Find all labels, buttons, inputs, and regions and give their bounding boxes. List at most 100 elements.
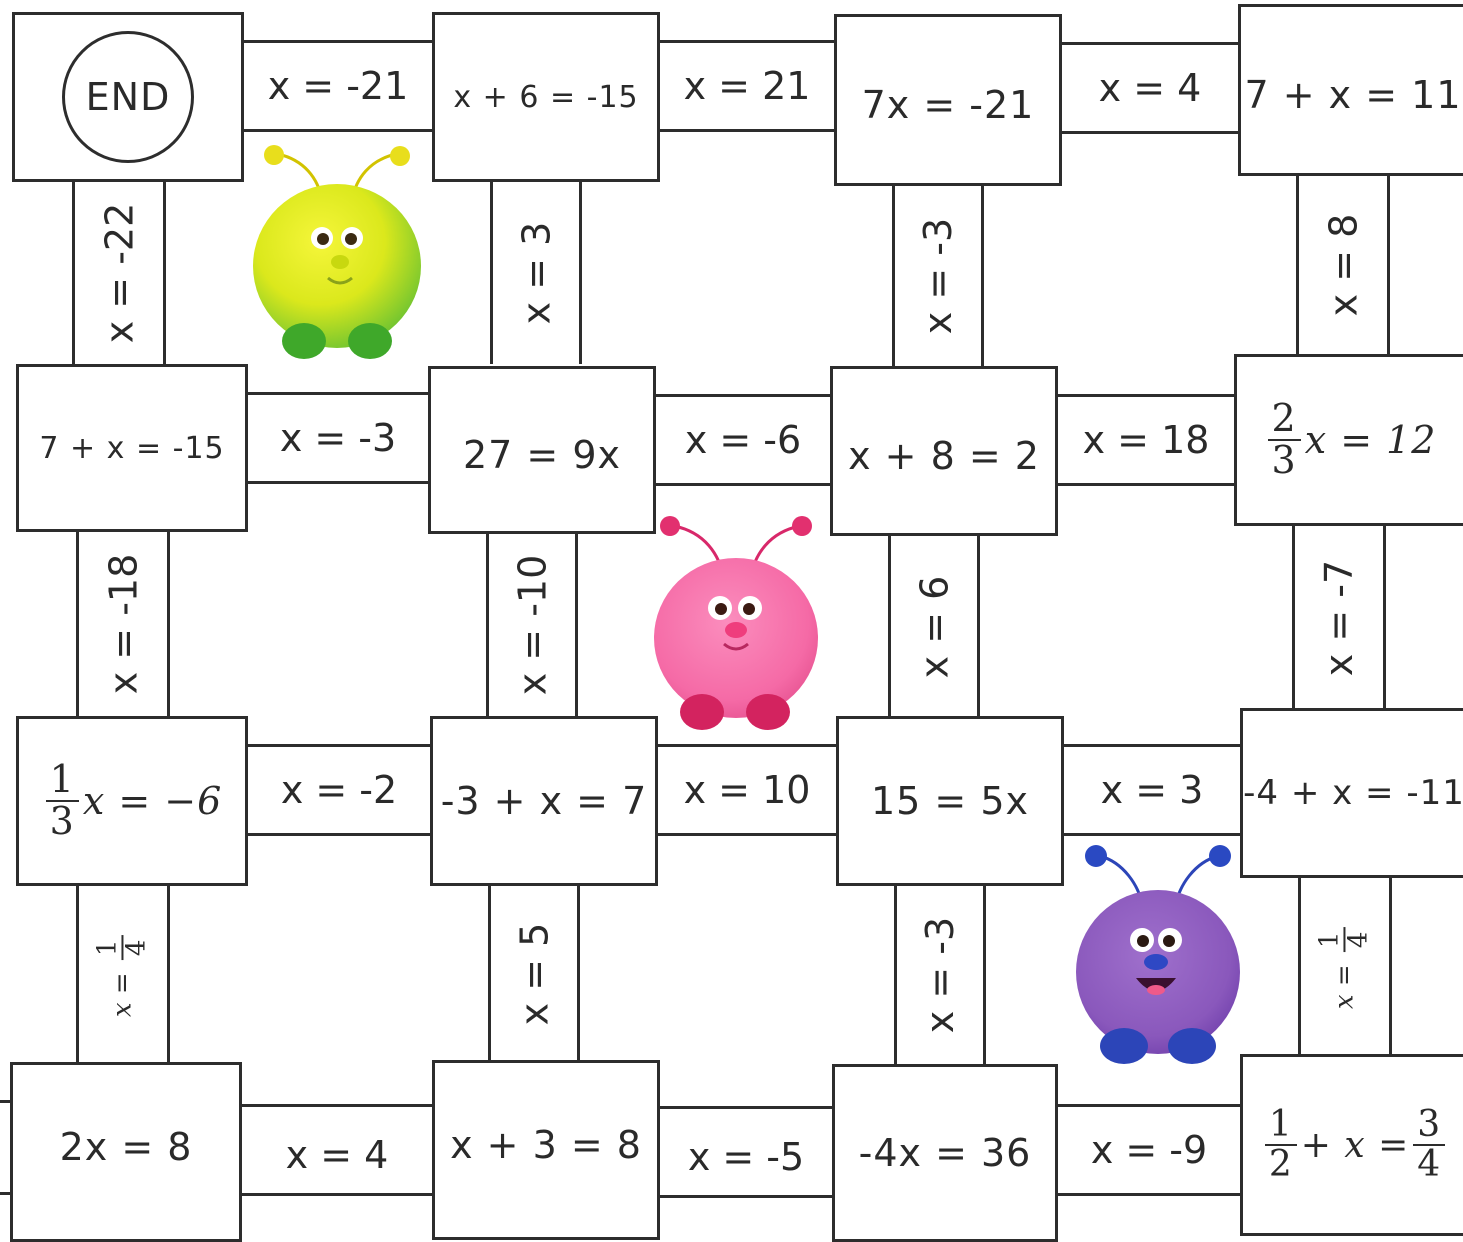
fraction-denominator: 4 [1413,1144,1445,1184]
equation-text: 27 = 9x [463,433,621,477]
equation-text: + x = [1301,1125,1410,1166]
answer-text: x = 4 [1099,66,1202,110]
equation-text: x + 8 = 2 [848,434,1040,478]
equation-text: 7 + x = -15 [39,431,224,466]
answer-text: x = -5 [688,1135,804,1179]
equation-box-r3c2[interactable]: -3 + x = 7 [430,716,658,886]
answer-bar-v34c[interactable]: x = -3 [894,886,986,1064]
answer-text: x = -7 [1317,560,1361,676]
fraction-numerator: 1 [1317,927,1344,952]
equation-box-r1c2[interactable]: x + 6 = -15 [432,12,660,182]
end-circle: END [62,31,194,163]
fraction-denominator: 3 [46,800,79,842]
answer-text: x = 5 [512,923,556,1026]
answer-bar-v23a[interactable]: x = -18 [76,532,170,716]
answer-bar-r2c[interactable]: x = 18 [1058,394,1234,486]
answer-text: x = 21 [684,64,811,108]
equation-text: 15 = 5x [871,779,1029,823]
answer-text: x = -22 [97,203,141,344]
fraction-numerator: 2 [1268,399,1301,439]
equation-text: -4 + x = -11 [1243,773,1463,813]
fraction-numerator: 1 [1265,1106,1297,1144]
equation-text: 7 + x = 11 [1244,73,1461,117]
fraction-denominator: 2 [1265,1144,1297,1184]
answer-bar-r4c[interactable]: x = -9 [1058,1104,1240,1196]
answer-bar-v23c[interactable]: x = 6 [888,536,980,718]
fraction-numerator: 1 [95,935,122,960]
answer-text: x = -21 [268,64,409,108]
equation-box-r4c1[interactable]: 2x = 8 [10,1062,242,1242]
fraction-denominator: 4 [122,935,151,960]
answer-bar-r2a[interactable]: x = -3 [248,392,428,484]
answer-text: x = 8 [1321,214,1365,317]
equation-box-r2c2[interactable]: 27 = 9x [428,366,656,534]
pink-monster [644,504,828,736]
edge-stub [0,1192,10,1195]
equation-box-r2c3[interactable]: x + 8 = 2 [830,366,1058,536]
answer-text: x = -18 [101,554,145,695]
equation-box-r3c3[interactable]: 15 = 5x [836,716,1064,886]
answer-bar-v12a[interactable]: x = -22 [72,182,166,364]
answer-bar-r4a[interactable]: x = 4 [242,1104,432,1196]
fraction-denominator: 4 [1344,927,1373,952]
answer-bar-r1c[interactable]: x = 4 [1062,42,1238,134]
answer-bar-r2b[interactable]: x = -6 [656,394,830,486]
answer-bar-r1a[interactable]: x = -21 [244,40,432,132]
answer-text: x = 4 [286,1133,389,1177]
equation-box-r4c2[interactable]: x + 3 = 8 [432,1060,660,1240]
equation-box-r2c1[interactable]: 7 + x = -15 [16,364,248,532]
equation-text: x + 6 = -15 [453,80,638,115]
answer-bar-v12c[interactable]: x = -3 [892,186,984,366]
end-box[interactable]: END [12,12,244,182]
answer-bar-v12d[interactable]: x = 8 [1296,176,1390,354]
answer-bar-r4b[interactable]: x = -5 [660,1106,832,1198]
end-label: END [86,75,171,119]
yellow-monster [244,138,430,368]
answer-bar-v23d[interactable]: x = -7 [1292,526,1386,710]
answer-bar-r3a[interactable]: x = -2 [248,744,430,836]
answer-text: x = -10 [510,555,554,696]
equation-text: x = 12 [1305,418,1437,462]
fraction-denominator: 3 [1268,439,1301,481]
equation-text: 2x = 8 [60,1125,193,1169]
answer-text: x = -2 [281,768,397,812]
answer-text: x = 18 [1083,418,1210,462]
equation-box-r1c3[interactable]: 7x = -21 [834,14,1062,186]
equation-text: x + 3 = 8 [450,1123,642,1167]
answer-bar-v12b[interactable]: x = 3 [490,182,582,364]
answer-text: x = 3 [514,222,558,325]
fraction-numerator: 3 [1413,1106,1445,1144]
purple-monster [1070,832,1250,1072]
answer-text: x = -3 [918,917,962,1033]
answer-text: x = 3 [1101,768,1204,812]
answer-prefix: x = [1330,964,1360,1009]
answer-bar-r1b[interactable]: x = 21 [660,40,834,132]
equation-text: -4x = 36 [859,1131,1032,1175]
equation-box-r3c4[interactable]: -4 + x = -11 [1240,708,1463,878]
equation-box-r4c3[interactable]: -4x = 36 [832,1064,1058,1242]
answer-bar-v34b[interactable]: x = 5 [488,886,580,1062]
equation-text: -3 + x = 7 [441,779,648,823]
equation-box-r1c4[interactable]: 7 + x = 11 [1238,4,1463,176]
answer-text: x = -9 [1091,1128,1207,1172]
answer-bar-r3b[interactable]: x = 10 [658,744,836,836]
answer-bar-r3c[interactable]: x = 3 [1064,744,1240,836]
answer-text: x = -6 [685,418,801,462]
answer-text: x = 6 [912,576,956,679]
equation-text: x = −6 [83,779,222,823]
answer-bar-v23b[interactable]: x = -10 [486,534,578,716]
equation-text: 7x = -21 [862,83,1035,127]
answer-text: x = -3 [280,416,396,460]
